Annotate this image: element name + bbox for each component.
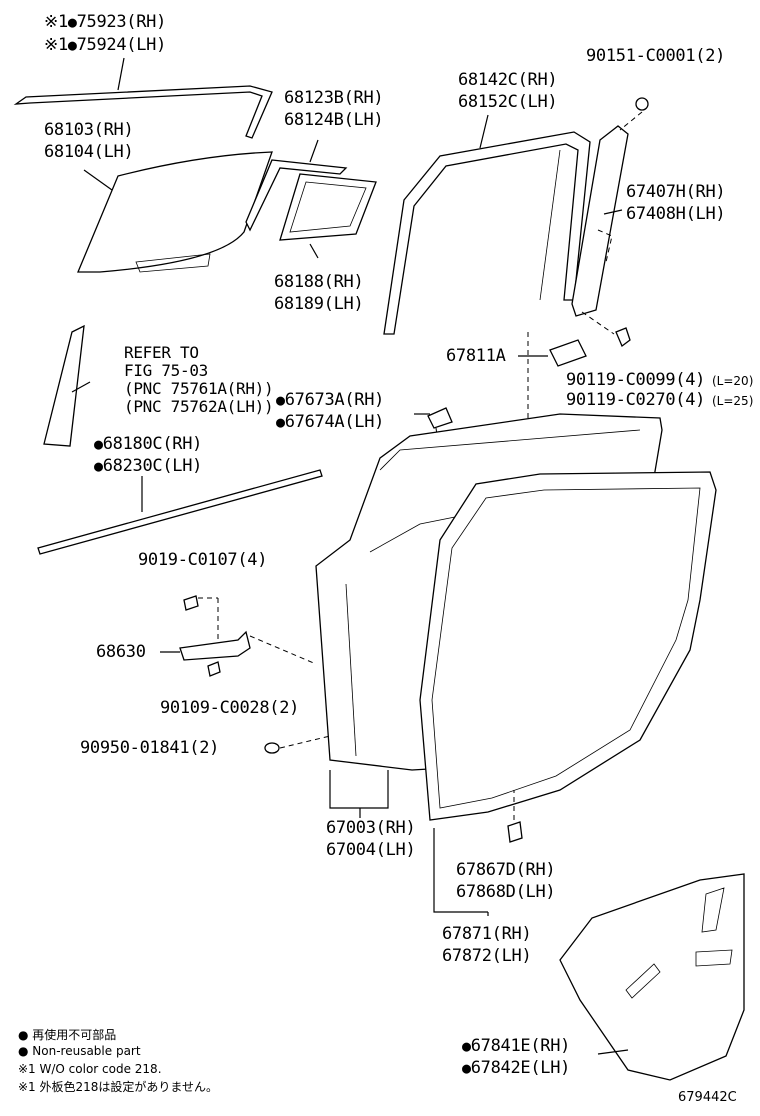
label-90119-c0099: 90119-C0099(4) bbox=[566, 370, 706, 390]
garnish-75761 bbox=[43, 324, 85, 447]
weatherstrip-67871 bbox=[419, 471, 717, 821]
label-67407h: 67407H(RH) bbox=[626, 182, 726, 202]
belt-moulding-75923 bbox=[13, 85, 273, 139]
channel-frame-68188 bbox=[279, 173, 377, 241]
mark-1: ※1 bbox=[44, 35, 68, 55]
nonreusable-dot: ● bbox=[67, 13, 77, 31]
pad-67811 bbox=[549, 339, 587, 367]
bracket-67673 bbox=[427, 407, 453, 429]
label-67872: 67872(LH) bbox=[442, 946, 532, 966]
label-68180c: ●68180C(RH) bbox=[94, 434, 203, 454]
label-68142c: 68142C(RH) bbox=[458, 70, 558, 90]
label-67841e: ●67841E(RH) bbox=[462, 1036, 571, 1056]
label-67867d: 67867D(RH) bbox=[456, 860, 556, 880]
label-90950-01841: 90950-01841(2) bbox=[80, 738, 220, 758]
screw-90109 bbox=[207, 661, 221, 677]
label-68630: 68630 bbox=[96, 642, 146, 662]
refer-line-2: FIG 75-03 bbox=[124, 361, 208, 380]
clip-90151 bbox=[635, 97, 649, 111]
label-90109-c0028: 90109-C0028(2) bbox=[160, 698, 300, 718]
moulding-68180 bbox=[37, 469, 323, 555]
nonreusable-dot: ● bbox=[276, 391, 285, 409]
nonreusable-dot: ● bbox=[276, 413, 285, 431]
legend-line-2: ● Non-reusable part bbox=[18, 1044, 141, 1058]
plug-90950 bbox=[264, 742, 280, 754]
quarter-glass-68123 bbox=[245, 159, 348, 232]
label-67871: 67871(RH) bbox=[442, 924, 532, 944]
label-75923: ※1●75923(RH) bbox=[44, 12, 167, 32]
refer-line-1: REFER TO bbox=[124, 343, 199, 362]
door-glass-68103 bbox=[77, 151, 273, 273]
cover-window-3 bbox=[625, 963, 661, 999]
screw-90119 bbox=[615, 327, 631, 348]
screw-9019 bbox=[183, 595, 199, 611]
sash-67407 bbox=[571, 125, 629, 317]
clip-67867 bbox=[507, 821, 523, 843]
service-hole-cover-67841 bbox=[559, 873, 745, 1081]
nonreusable-dot: ● bbox=[67, 36, 77, 54]
nonreusable-dot: ● bbox=[462, 1059, 471, 1077]
label-68230c: ●68230C(LH) bbox=[94, 456, 203, 476]
label-67673a: ●67673A(RH) bbox=[276, 390, 385, 410]
label-90119-c0270: 90119-C0270(4) bbox=[566, 390, 706, 410]
refer-line-4: (PNC 75762A(LH)) bbox=[124, 397, 274, 416]
label-67674a: ●67674A(LH) bbox=[276, 412, 385, 432]
label-67842e: ●67842E(LH) bbox=[462, 1058, 571, 1078]
label-68188: 68188(RH) bbox=[274, 272, 364, 292]
refer-line-3: (PNC 75761A(RH)) bbox=[124, 379, 274, 398]
legend-line-3: ※1 W/O color code 218. bbox=[18, 1062, 162, 1076]
label-9019-c0107: 9019-C0107(4) bbox=[138, 550, 268, 570]
nonreusable-dot: ● bbox=[94, 457, 103, 475]
label-68103: 68103(RH) bbox=[44, 120, 134, 140]
label-67004: 67004(LH) bbox=[326, 840, 416, 860]
mark-1: ※1 bbox=[44, 12, 68, 32]
legend-line-4: ※1 外板色218は設定がありません。 bbox=[18, 1080, 219, 1094]
legend-line-1: ● 再使用不可部品 bbox=[18, 1028, 117, 1042]
label-90151: 90151-C0001(2) bbox=[586, 46, 726, 66]
label-67003: 67003(RH) bbox=[326, 818, 416, 838]
nonreusable-dot: ● bbox=[462, 1037, 471, 1055]
label-68123b: 68123B(RH) bbox=[284, 88, 384, 108]
cover-window-1 bbox=[701, 887, 725, 933]
label-75924: ※1●75924(LH) bbox=[44, 35, 167, 55]
door-check-68630 bbox=[179, 630, 251, 661]
figure-id: 679442C bbox=[678, 1090, 737, 1105]
label-90119-c0099-length: (L=20) bbox=[712, 374, 754, 388]
label-67868d: 67868D(LH) bbox=[456, 882, 556, 902]
run-channel-68142 bbox=[383, 131, 591, 335]
label-67408h: 67408H(LH) bbox=[626, 204, 726, 224]
cover-window-2 bbox=[695, 949, 733, 967]
label-68104: 68104(LH) bbox=[44, 142, 134, 162]
label-68124b: 68124B(LH) bbox=[284, 110, 384, 130]
nonreusable-dot: ● bbox=[94, 435, 103, 453]
label-90119-c0270-length: (L=25) bbox=[712, 394, 754, 408]
label-68189: 68189(LH) bbox=[274, 294, 364, 314]
label-68152c: 68152C(LH) bbox=[458, 92, 558, 112]
label-67811a: 67811A bbox=[446, 346, 506, 366]
